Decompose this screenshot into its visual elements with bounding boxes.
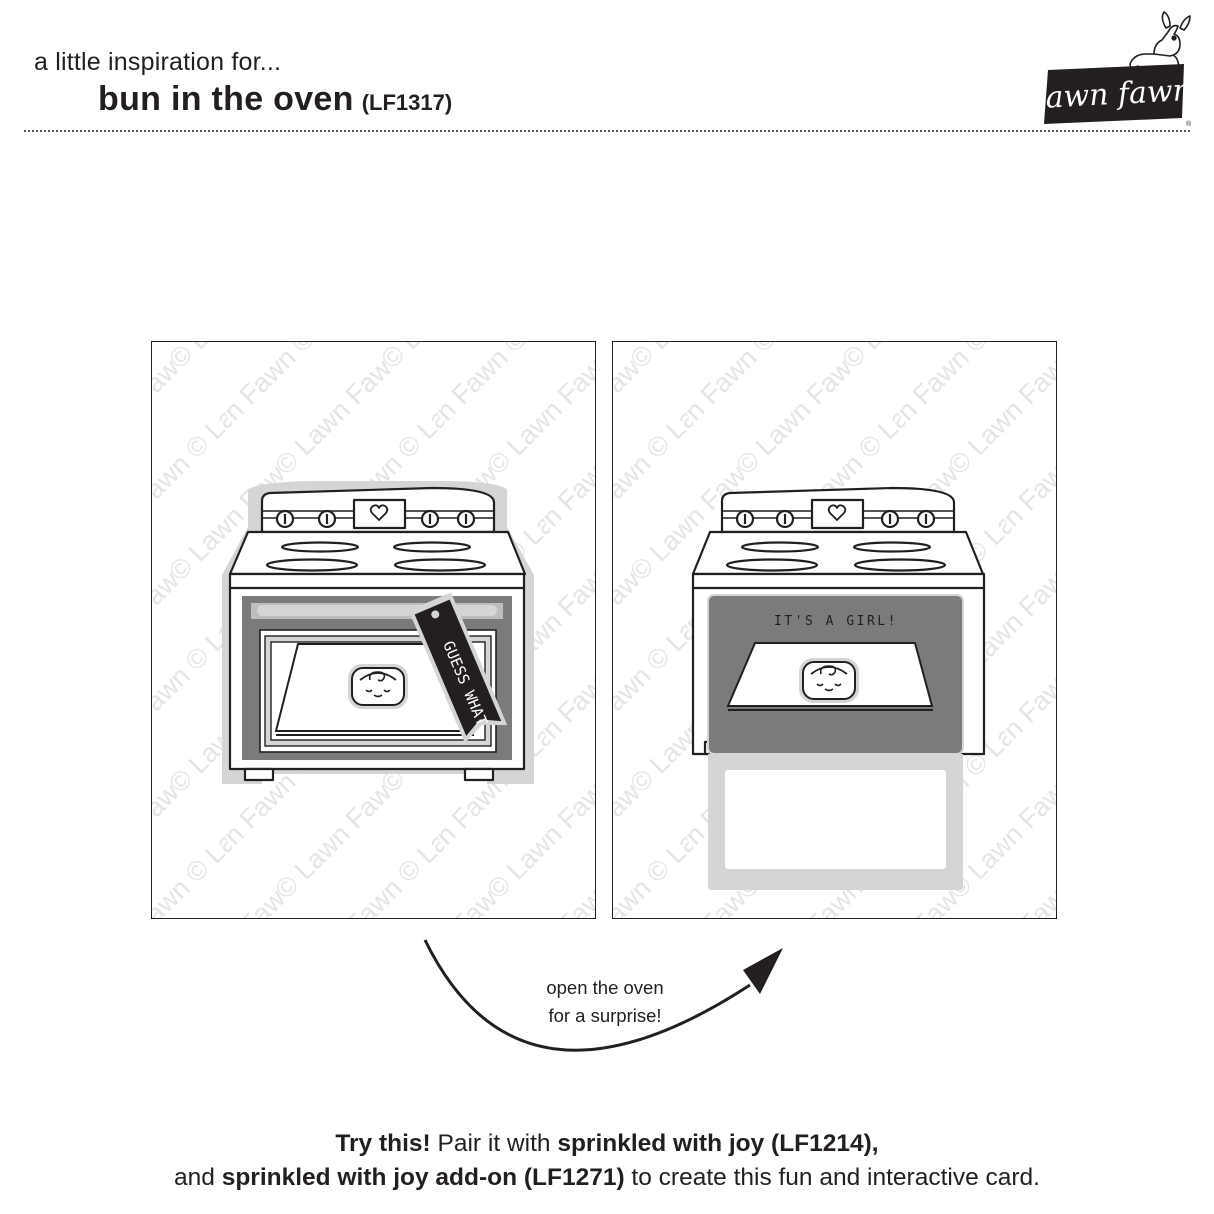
caption-line-1: open the oven [546, 977, 664, 998]
logo-text: lawn fawn [1035, 73, 1193, 116]
product-code: (LF1317) [361, 90, 453, 115]
fawn-logo-icon: lawn fawn ® [1035, 11, 1193, 128]
dotted-divider [24, 130, 1190, 132]
footer-text: Try this! Pair it with sprinkled with jo… [0, 1127, 1214, 1195]
curved-arrow-icon [423, 939, 783, 1052]
footer-line-1: Try this! Pair it with sprinkled with jo… [335, 1130, 879, 1157]
arrow-caption: open the oven for a surprise! [505, 974, 705, 1030]
intro-text: a little inspiration for... [34, 48, 282, 76]
title-line: bun in the oven (LF1317) [98, 80, 452, 119]
svg-text:®: ® [1186, 120, 1192, 128]
product-sprinkled-add-on: sprinkled with joy add-on (LF1271) [221, 1164, 625, 1191]
reveal-message: IT'S A GIRL! [774, 614, 898, 629]
try-this-label: Try this! [335, 1130, 431, 1157]
lawn-fawn-logo: lawn fawn ® [1034, 6, 1194, 132]
caption-line-2: for a surprise! [548, 1005, 662, 1026]
guess-what-banner: GUESS WHAT [408, 592, 508, 744]
product-title: bun in the oven [98, 80, 354, 118]
product-sprinkled-with-joy: sprinkled with joy (LF1214), [557, 1130, 879, 1157]
card-after-art: © Lawn Fawn © Lawn Fawn © Lawn Fawn © La… [613, 342, 1056, 918]
footer-line-2: and sprinkled with joy add-on (LF1271) t… [174, 1164, 1040, 1191]
card-after: © Lawn Fawn © Lawn Fawn © Lawn Fawn © La… [612, 341, 1057, 919]
card-before: © Lawn Fawn © Lawn Fawn © Lawn Fawn © La… [151, 341, 596, 919]
card-before-art: © Lawn Fawn © Lawn Fawn © Lawn Fawn © La… [152, 342, 595, 918]
